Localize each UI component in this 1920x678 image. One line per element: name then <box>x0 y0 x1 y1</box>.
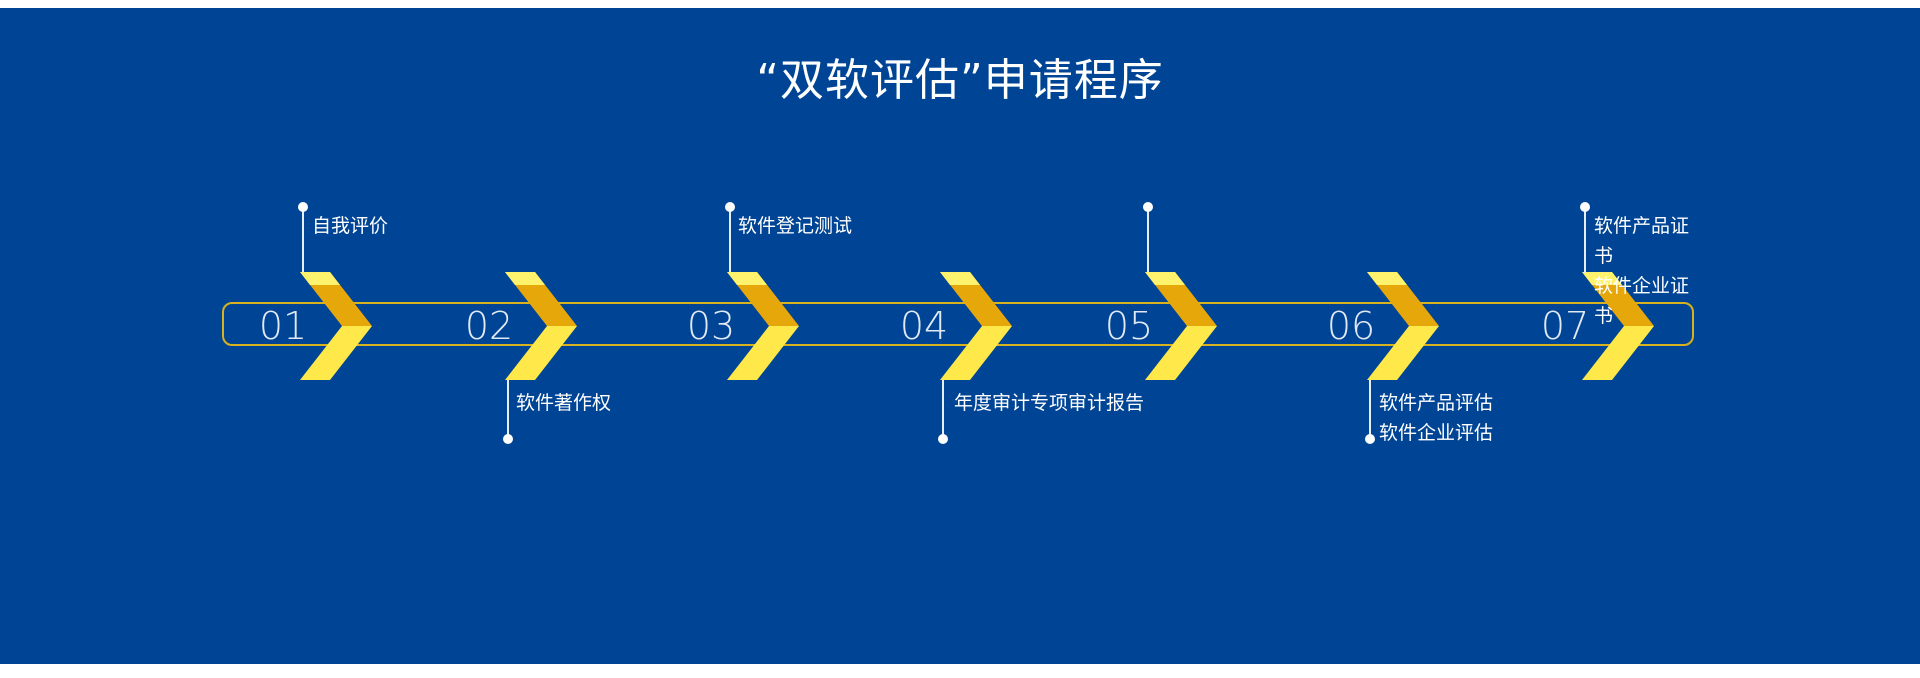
step-6-dot <box>1365 434 1375 444</box>
step-1-label: 自我评价 <box>312 211 388 241</box>
step-2-dot <box>503 434 513 444</box>
step-4-dot <box>938 434 948 444</box>
step-6-connector <box>1369 378 1371 436</box>
step-2-label: 软件著作权 <box>516 388 611 418</box>
step-4-label: 年度审计专项审计报告 <box>954 388 1144 418</box>
step-3-arrow-icon <box>727 272 799 380</box>
step-3-label: 软件登记测试 <box>738 211 852 241</box>
step-1-number: 01 <box>258 304 308 348</box>
step-2-connector <box>507 378 509 436</box>
step-3-number: 03 <box>686 304 736 348</box>
step-1-connector <box>302 207 304 273</box>
step-4-number: 04 <box>899 304 949 348</box>
step-6-label-line-2: 软件企业评估 <box>1379 422 1494 444</box>
step-1-arrow-icon <box>300 272 372 380</box>
step-7-connector <box>1584 207 1586 273</box>
step-6-arrow-icon <box>1367 272 1439 380</box>
step-3-connector <box>729 207 731 273</box>
step-7-number: 07 <box>1540 304 1590 348</box>
step-3-dot <box>725 202 735 212</box>
step-7-label: 软件产品证书 软件企业证书 <box>1594 211 1702 331</box>
step-6-number: 06 <box>1326 304 1376 348</box>
step-4-arrow-icon <box>940 272 1012 380</box>
step-6-label-line-1: 软件产品评估 <box>1379 392 1494 414</box>
step-2-number: 02 <box>464 304 514 348</box>
step-7-dot <box>1580 202 1590 212</box>
step-1-label-line-1: 自我评价 <box>312 215 389 237</box>
step-4-connector <box>942 378 944 436</box>
page-title: “双软评估”申请程序 <box>756 55 1164 106</box>
step-1-dot <box>298 202 308 212</box>
step-7-label-line-2: 软件企业证书 <box>1594 275 1690 327</box>
step-4-label-line-1: 年度审计专项审计报告 <box>954 392 1145 414</box>
step-6-label: 软件产品评估 软件企业评估 <box>1379 388 1493 448</box>
step-5-number: 05 <box>1104 304 1154 348</box>
step-7-label-line-1: 软件产品证书 <box>1594 215 1690 267</box>
step-3-label-line-1: 软件登记测试 <box>738 215 853 237</box>
background-panel <box>0 8 1920 664</box>
timeline-track <box>222 302 1694 346</box>
step-5-connector <box>1147 207 1149 273</box>
step-5-arrow-icon <box>1145 272 1217 380</box>
step-2-label-line-1: 软件著作权 <box>516 392 612 414</box>
step-2-arrow-icon <box>505 272 577 380</box>
step-7-arrow-icon <box>1582 272 1654 380</box>
step-5-dot <box>1143 202 1153 212</box>
